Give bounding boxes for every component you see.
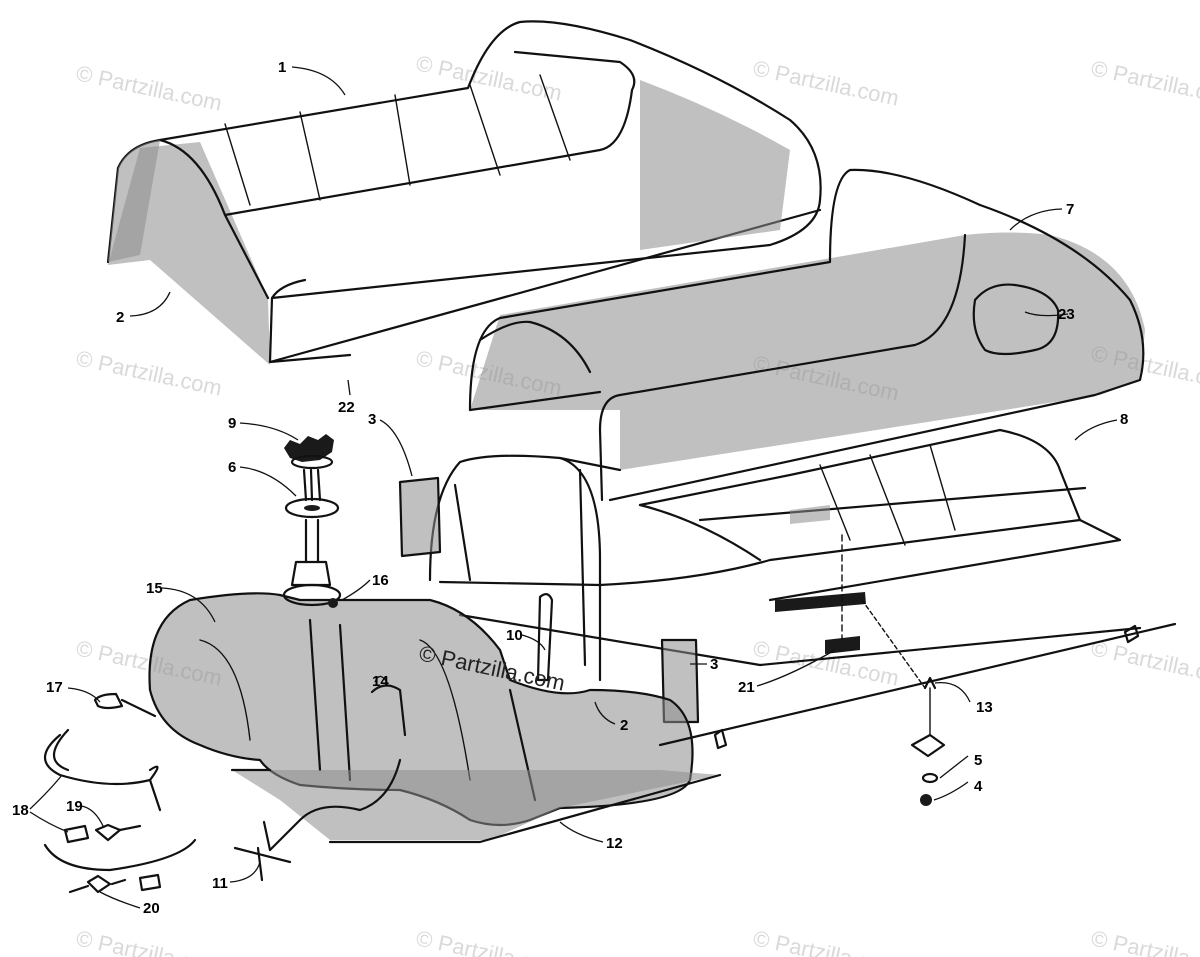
watermark: © Partzilla.com xyxy=(1089,55,1200,110)
heat-shield-part xyxy=(230,768,722,844)
watermark: © Partzilla.com xyxy=(414,925,564,957)
callout-12: 12 xyxy=(606,835,623,852)
callout-15: 15 xyxy=(146,580,163,597)
callout-11: 11 xyxy=(212,875,228,892)
fuel-cap-assembly xyxy=(284,434,340,608)
callout-6: 6 xyxy=(228,459,236,476)
watermark: © Partzilla.com xyxy=(1089,635,1200,690)
callout-14: 14 xyxy=(372,673,389,690)
watermark-layer: © Partzilla.com © Partzilla.com © Partzi… xyxy=(74,50,1200,957)
callout-22: 22 xyxy=(338,399,355,416)
callout-2: 2 xyxy=(620,717,628,734)
callout-3: 3 xyxy=(368,411,376,428)
seat-base-part xyxy=(468,168,1145,502)
throttle-cable-part xyxy=(658,534,1177,806)
callout-9: 9 xyxy=(228,415,236,432)
callout-4: 4 xyxy=(974,778,983,795)
watermark: © Partzilla.com xyxy=(751,55,901,110)
callout-16: 16 xyxy=(372,572,389,589)
callout-18: 18 xyxy=(12,802,29,819)
vent-hose-part xyxy=(370,593,554,737)
callout-7: 7 xyxy=(1066,201,1074,218)
callout-leaders xyxy=(29,66,1118,909)
callout-20: 20 xyxy=(143,900,160,917)
watermark: © Partzilla.com xyxy=(1089,925,1200,957)
watermark: © Partzilla.com xyxy=(74,60,224,115)
callout-3: 3 xyxy=(710,656,718,673)
callout-17: 17 xyxy=(46,679,63,696)
callout-21: 21 xyxy=(738,679,755,696)
callout-13: 13 xyxy=(976,699,993,716)
callout-5: 5 xyxy=(974,752,982,769)
seat-cushion-part xyxy=(106,20,822,365)
watermark: © Partzilla.com xyxy=(74,345,224,400)
watermark: © Partzilla.com xyxy=(74,925,224,957)
callout-10: 10 xyxy=(506,627,523,644)
callout-2: 2 xyxy=(116,309,124,326)
callout-8: 8 xyxy=(1120,411,1128,428)
callout-labels: 1 2 2 3 3 4 5 6 7 8 9 10 11 12 13 14 15 … xyxy=(12,59,1128,917)
fuel-fitting-part xyxy=(233,758,402,882)
callout-23: 23 xyxy=(1058,306,1075,323)
watermark: © Partzilla.com xyxy=(751,925,901,957)
callout-19: 19 xyxy=(66,798,83,815)
chassis-frame-part xyxy=(428,428,1142,682)
callout-1: 1 xyxy=(278,59,286,76)
